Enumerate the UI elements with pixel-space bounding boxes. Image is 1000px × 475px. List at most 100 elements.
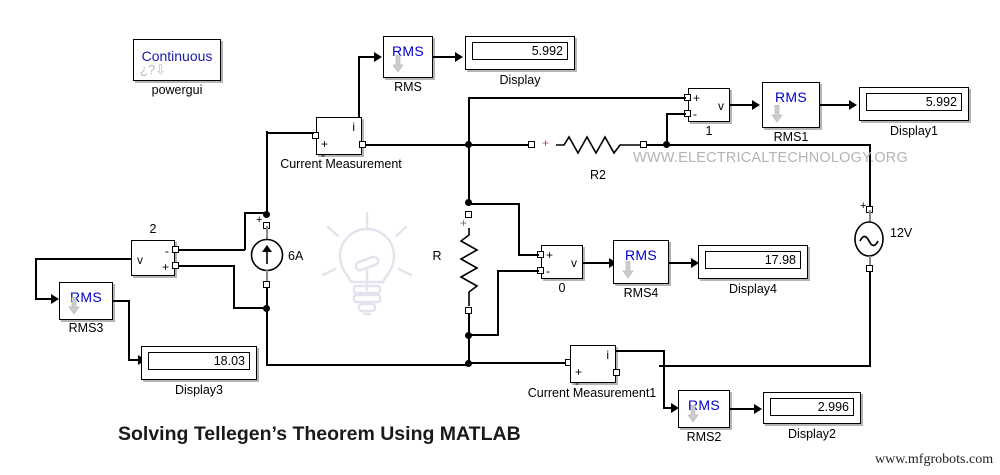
cm-minus-port-label: - — [321, 148, 325, 162]
cm1-plus-port-label: + — [575, 365, 583, 379]
wire-src-top-lead — [244, 212, 266, 214]
cm-plus-port-label: + — [321, 137, 329, 151]
arrowhead-display1-in — [849, 100, 857, 110]
current-source-bottom-terminal — [263, 281, 270, 288]
arrowhead-rms1-in — [752, 100, 760, 110]
vm2-minus-port-label: - — [165, 244, 169, 258]
arrowhead-rms2-in — [671, 403, 679, 413]
r2-left-terminal — [528, 141, 535, 148]
display-block-display2[interactable]: 2.996 — [763, 392, 861, 424]
voltage-measurement-block-2[interactable]: v - + — [131, 240, 175, 276]
rms3-down-arrow-icon — [67, 296, 81, 315]
vm1-v-port-label: v — [718, 99, 724, 113]
wire-ac-bottom-stub — [869, 256, 871, 268]
wire-vm0-minus-lead — [497, 270, 539, 272]
r2-polarity-label: + — [542, 136, 550, 150]
vm1-minus-port-label: - — [693, 107, 697, 121]
display1-value: 5.992 — [866, 93, 962, 111]
current-source-symbol-icon — [250, 238, 284, 272]
vm0-plus-port-label: + — [546, 248, 554, 262]
wire-rms3-to-display3 — [128, 359, 142, 361]
rms3-label: RMS3 — [68, 321, 104, 335]
arrowhead-display-in — [455, 52, 463, 62]
wire-source-top — [266, 131, 268, 216]
arrowhead-display2-in — [754, 404, 762, 414]
current-measurement-block[interactable]: + - i — [316, 117, 362, 161]
powergui-label: powergui — [151, 83, 203, 97]
wire-source-bottom-stub — [266, 270, 268, 284]
wire-cm-i-to-rms — [358, 56, 376, 58]
display-block-display4[interactable]: 17.98 — [698, 245, 808, 279]
wire-vm0-minus-down — [497, 270, 499, 335]
cm-i-port-label: i — [352, 120, 355, 134]
wire-top-rail-right — [646, 144, 871, 146]
rms-block-rms1[interactable]: RMS — [762, 82, 820, 128]
vm2-minus-terminal — [172, 246, 179, 253]
display-label: Display — [499, 73, 541, 87]
cm-input-terminal — [312, 132, 319, 139]
rms1-down-arrow-icon — [770, 104, 784, 123]
vm2-plus-terminal — [172, 262, 179, 269]
display-block-display3[interactable]: 18.03 — [141, 346, 257, 380]
resistor-r2-symbol — [556, 134, 640, 156]
display3-label: Display3 — [175, 383, 223, 397]
junction-dot-source-top — [263, 211, 270, 218]
rms-down-arrow-icon — [391, 54, 405, 73]
wire-ac-top-stub — [869, 210, 871, 222]
powergui-block[interactable]: Continuous ¿?⇩ — [133, 39, 221, 81]
wire-src-top-lead-down — [244, 212, 246, 250]
rms-label: RMS — [394, 80, 422, 94]
wire-vm1-minus-drop — [666, 113, 668, 144]
rms1-title-label: RMS — [774, 89, 807, 105]
wire-rms-to-display — [433, 56, 457, 58]
current-measurement1-block[interactable]: + - i — [570, 345, 616, 389]
wire-bottom-right-rail — [659, 365, 871, 367]
wire-rms1-to-display1 — [820, 104, 851, 106]
wire-vm1-minus-lead — [666, 113, 686, 115]
current-measurement-label: Current Measurement — [280, 157, 402, 171]
rms-block-rms4[interactable]: RMS — [613, 240, 669, 284]
rms-block-rms2[interactable]: RMS — [678, 390, 730, 428]
r-top-terminal — [465, 211, 472, 218]
rms-block-rms3[interactable]: RMS — [59, 282, 113, 320]
wire-bottom-rail-to-cm1 — [468, 362, 566, 364]
wire-cm1-i-down — [663, 350, 665, 408]
resistor-r-symbol — [458, 228, 480, 306]
voltage-measurement-0-label: 0 — [558, 281, 566, 295]
vm2-plus-port-label: + — [161, 260, 169, 274]
arrowhead-display4-in — [691, 258, 699, 268]
wire-vm2-out-down — [35, 258, 37, 300]
rms-block-rms[interactable]: RMS — [383, 36, 433, 78]
wire-rms3-out — [113, 300, 129, 302]
wire-vm2-plus-down — [233, 265, 235, 308]
wire-source-top-stub — [266, 226, 268, 240]
rms2-down-arrow-icon — [686, 404, 700, 423]
wire-to-vm2-minus — [179, 249, 245, 251]
powergui-glyph-icon: ¿?⇩ — [140, 62, 167, 77]
current-source-plus-label: + — [256, 214, 263, 226]
display-value: 5.992 — [472, 42, 568, 60]
display4-value: 17.98 — [705, 251, 801, 269]
voltage-measurement-block-0[interactable]: + - v — [541, 245, 583, 279]
wire-top-rail-left — [366, 144, 530, 146]
display-block-display[interactable]: 5.992 — [465, 36, 575, 70]
cm1-minus-port-label: - — [575, 376, 579, 390]
wire-vm0-minus-to-node — [468, 334, 499, 336]
resistor-r2-label: R2 — [590, 168, 606, 182]
voltage-measurement-block-1[interactable]: + - v — [688, 88, 730, 122]
cm1-output-terminal — [613, 369, 620, 376]
display3-value: 18.03 — [148, 352, 250, 370]
wire-rms4-to-display4 — [669, 262, 693, 264]
page-title: Solving Tellegen’s Theorem Using MATLAB — [118, 423, 521, 445]
vm2-v-port-label: v — [137, 253, 143, 267]
arrowhead-rms3-in — [51, 294, 59, 304]
rms3-title-label: RMS — [69, 289, 102, 305]
wire-source-bottom — [266, 288, 268, 366]
current-source-label: 6A — [288, 249, 304, 263]
display-block-display1[interactable]: 5.992 — [859, 87, 969, 121]
lightbulb-watermark-icon — [307, 196, 427, 326]
junction-dot-r-top — [465, 199, 472, 206]
rms4-title-label: RMS — [624, 247, 657, 263]
junction-dot-top-right — [663, 141, 670, 148]
